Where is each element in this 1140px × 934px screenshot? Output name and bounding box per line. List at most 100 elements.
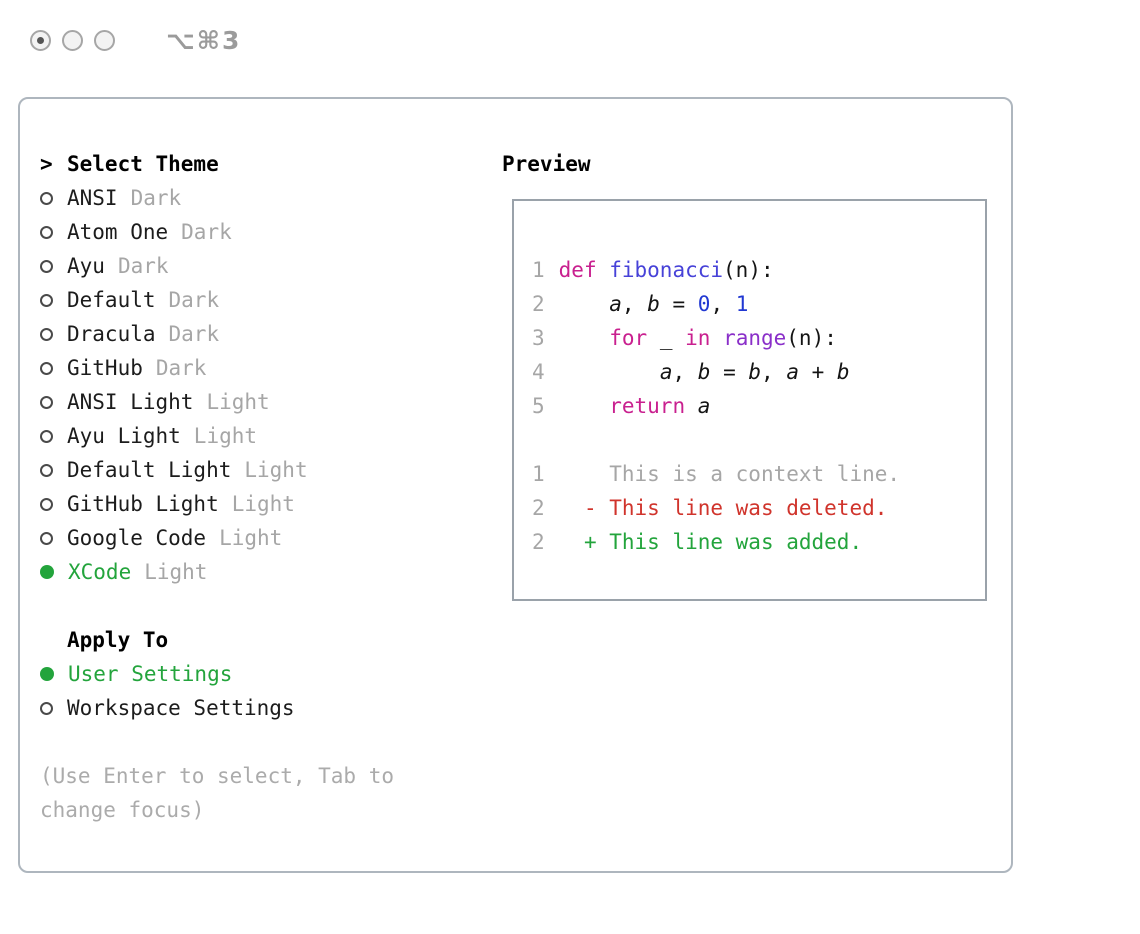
theme-variant: Light — [206, 390, 270, 414]
prompt-arrow-icon: > — [40, 152, 53, 176]
line-number: 4 — [532, 360, 545, 384]
code-token: b — [697, 360, 711, 384]
code-token: a — [609, 292, 622, 316]
code-token: (n): — [723, 258, 774, 282]
apply-to-option[interactable]: Workspace Settings — [40, 691, 494, 725]
code-line: 5 return a — [532, 389, 985, 423]
code-token: This is a context line. — [558, 462, 901, 486]
code-token: , — [672, 360, 698, 384]
radio-icon — [40, 327, 53, 341]
code-token: a — [786, 360, 799, 384]
radio-icon — [40, 531, 53, 545]
theme-option[interactable]: GitHub Dark — [40, 351, 494, 385]
keyboard-shortcut-label: ⌥⌘3 — [166, 26, 242, 55]
line-number: 2 — [532, 292, 545, 316]
select-theme-title-label: Select Theme — [67, 152, 219, 176]
code-token: a — [697, 394, 711, 418]
code-token — [559, 292, 610, 316]
radio-icon — [40, 293, 53, 307]
radio-icon — [40, 497, 53, 511]
code-line: 2 + This line was added. — [532, 525, 985, 559]
theme-option[interactable]: Dracula Dark — [40, 317, 494, 351]
theme-name: Default Light — [67, 458, 232, 482]
line-number: 2 — [532, 496, 545, 520]
theme-option[interactable]: Ayu Dark — [40, 249, 494, 283]
radio-icon — [40, 395, 53, 409]
theme-name: ANSI — [67, 186, 118, 210]
theme-variant: Light — [144, 560, 208, 584]
radio-selected-icon — [40, 565, 54, 579]
apply-to-title: Apply To — [67, 628, 169, 652]
code-token: 1 — [735, 292, 749, 316]
code-token: = — [659, 292, 698, 316]
code-token: in — [685, 326, 711, 350]
code-line: 1 This is a context line. — [532, 457, 985, 491]
theme-variant: Dark — [117, 254, 169, 278]
code-line: 2 a, b = 0, 1 — [532, 287, 985, 321]
theme-option[interactable]: XCode Light — [40, 555, 494, 589]
radio-icon — [40, 259, 53, 273]
apply-to-label: User Settings — [68, 662, 233, 686]
line-number: 1 — [532, 462, 545, 486]
theme-name: Google Code — [67, 526, 207, 550]
window-button-active-icon[interactable] — [30, 30, 51, 51]
theme-name: XCode — [68, 560, 132, 584]
window-button-icon[interactable] — [94, 30, 115, 51]
theme-name: GitHub — [67, 356, 143, 380]
radio-icon — [40, 429, 53, 443]
code-token: (n): — [786, 326, 837, 350]
apply-to-option[interactable]: User Settings — [40, 657, 494, 691]
radio-selected-icon — [40, 667, 54, 681]
code-token: + This line was added. — [558, 530, 863, 554]
code-token: , — [710, 292, 736, 316]
code-line: 3 for _ in range(n): — [532, 321, 985, 355]
theme-variant: Dark — [168, 288, 220, 312]
select-theme-title: > Select Theme — [40, 147, 494, 181]
line-number: 2 — [532, 530, 545, 554]
code-token: , — [761, 360, 787, 384]
theme-variant: Light — [193, 424, 258, 448]
code-token: - This line was deleted. — [558, 496, 888, 520]
theme-option[interactable]: GitHub Light Light — [40, 487, 494, 521]
theme-option[interactable]: Default Light Light — [40, 453, 494, 487]
theme-variant: Light — [231, 492, 295, 516]
code-line: 2 - This line was deleted. — [532, 491, 985, 525]
theme-name: GitHub Light — [67, 492, 219, 516]
hint-text: (Use Enter to select, Tab to change focu… — [40, 764, 395, 822]
code-line: 4 a, b = b, a + b — [532, 355, 985, 389]
radio-icon — [40, 361, 53, 375]
code-token: range — [723, 326, 787, 350]
code-token: , — [621, 292, 648, 316]
code-token: a — [659, 360, 673, 384]
theme-variant: Light — [244, 458, 308, 482]
code-token: def — [558, 258, 610, 282]
radio-icon — [40, 225, 53, 239]
line-number: 5 — [532, 394, 545, 418]
code-token: 0 — [697, 292, 711, 316]
theme-variant: Dark — [155, 356, 207, 380]
theme-name: Dracula — [67, 322, 156, 346]
radio-icon — [40, 701, 53, 715]
code-token — [685, 394, 698, 418]
line-number: 3 — [532, 326, 545, 350]
code-token: + — [798, 360, 837, 384]
window-button-icon[interactable] — [62, 30, 83, 51]
theme-variant: Dark — [168, 322, 220, 346]
radio-icon — [40, 191, 53, 205]
code-token: b — [748, 360, 762, 384]
preview-title: Preview — [502, 152, 591, 176]
theme-name: Ayu — [67, 254, 105, 278]
